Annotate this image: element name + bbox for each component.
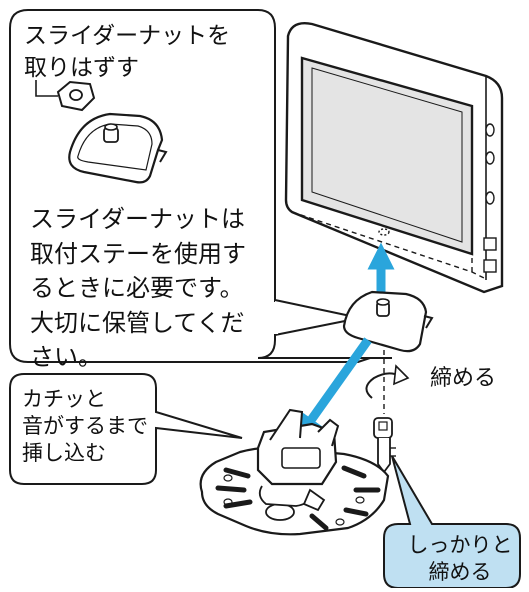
insert-callout-bubble: [9, 373, 243, 485]
remove-nut-label: スライダーナットを 取りはずす: [24, 23, 231, 81]
screw-key-icon: [373, 417, 396, 474]
insert-until-click-label: カチッと 音がするまで 挿し込む: [22, 387, 148, 465]
rotate-arrow-icon: [365, 372, 401, 399]
insert-diagonal-arrow: [296, 337, 372, 442]
nut-callout-bubble: [9, 9, 392, 363]
bracket-plate-attached-icon: [342, 290, 434, 353]
slider-nut-icon: [35, 80, 96, 112]
suction-mount-base-icon: [199, 408, 390, 536]
tighten-firmly-label: しっかりと 締める: [407, 533, 513, 584]
bracket-plate-icon: [68, 112, 168, 184]
storage-note-label: スライダーナットは 取付ステーを使用す るときに必要です。 大切に保管してくだ …: [30, 205, 246, 371]
monitor-icon: [284, 22, 504, 294]
tighten-label: 締める: [430, 366, 497, 391]
